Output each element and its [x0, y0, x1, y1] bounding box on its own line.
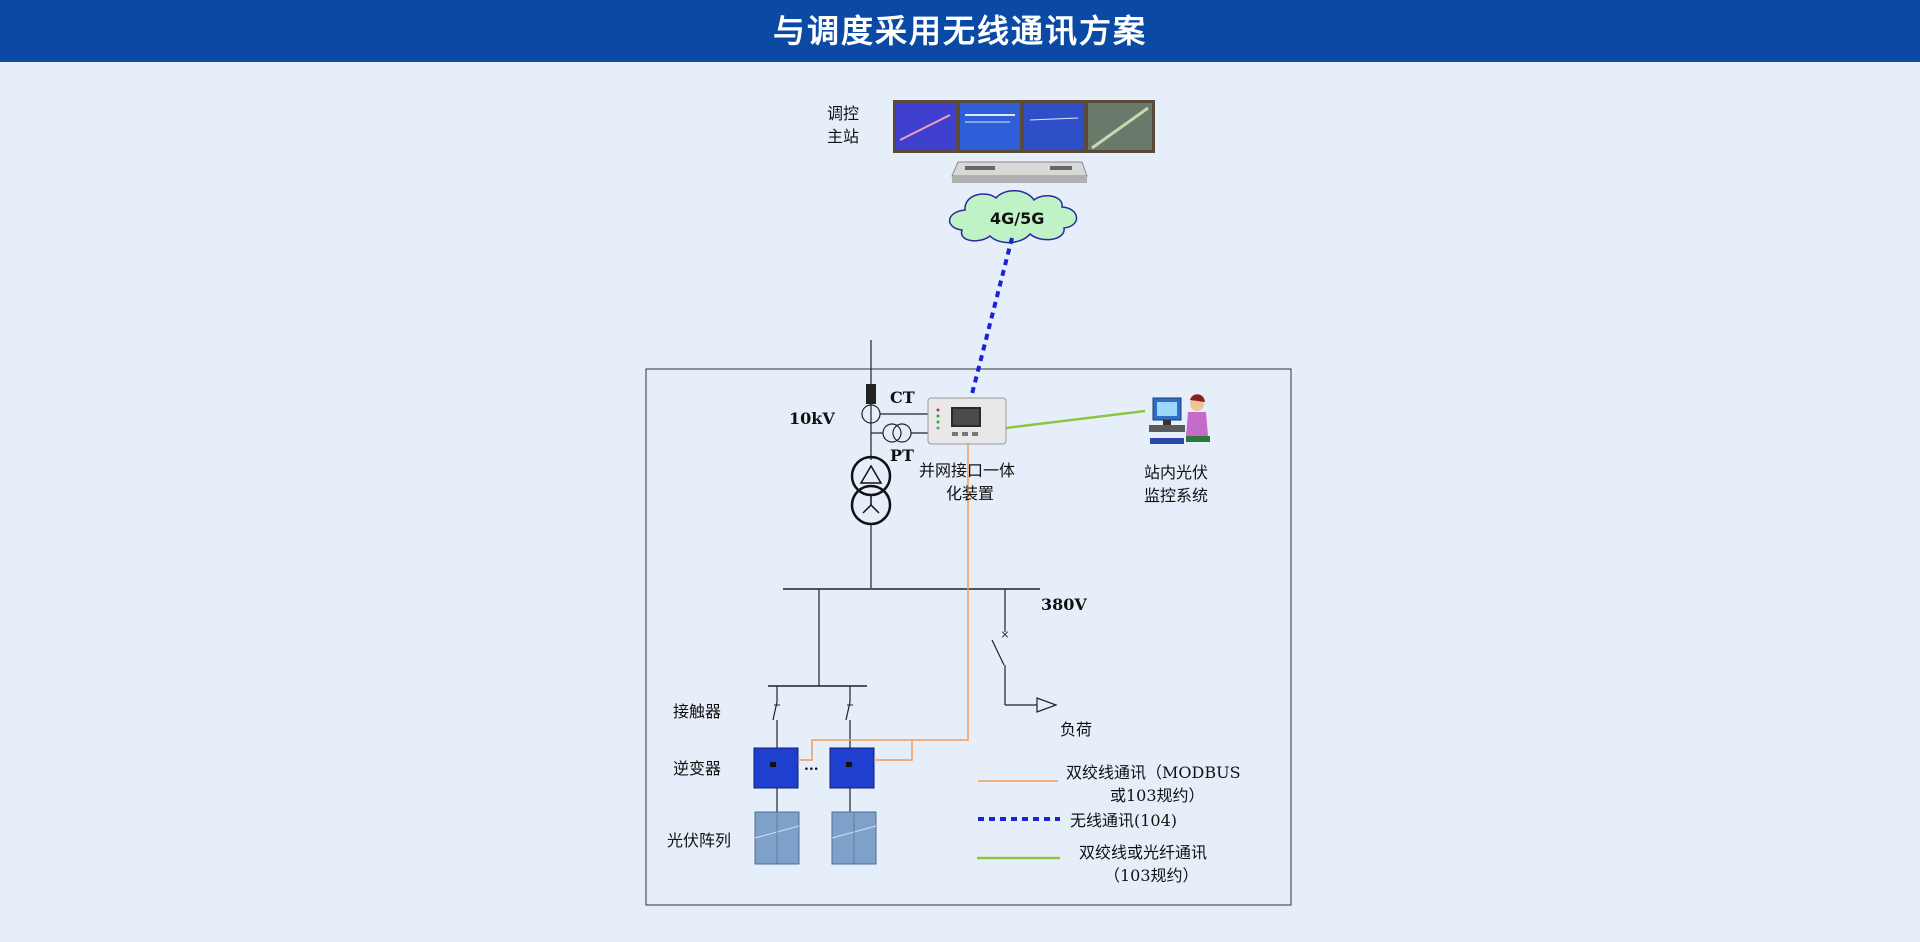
device-label-1: 并网接口一体 — [919, 461, 1016, 480]
monitor-wall-icon — [893, 100, 1155, 153]
legend-wireless-label: 无线通讯(104) — [1070, 811, 1178, 830]
svg-text:×: × — [1000, 628, 1009, 641]
station-boundary — [645, 368, 1292, 906]
legend-twisted-label-2: 或103规约） — [1110, 786, 1205, 805]
page-title: 与调度采用无线通讯方案 — [772, 12, 1147, 50]
lv-voltage-label: 380V — [1041, 595, 1087, 614]
master-station-label-1: 调控 — [827, 104, 860, 123]
monitor-system-label-1: 站内光伏 — [1144, 463, 1209, 482]
inverter-icon — [753, 747, 875, 789]
hv-voltage-label: 10kV — [789, 409, 835, 428]
master-station-label-2: 主站 — [827, 127, 860, 146]
wireless-link — [970, 237, 1014, 395]
network-label: 4G/5G — [990, 209, 1045, 228]
pt-label: PT — [890, 446, 914, 465]
monitor-system-label-2: 监控系统 — [1144, 486, 1209, 505]
ct-label: CT — [890, 388, 915, 407]
device-label-2: 化装置 — [946, 484, 995, 503]
twisted-pair-link — [798, 438, 969, 761]
load-breaker-icon: × — [991, 589, 1058, 713]
ellipsis-label: ... — [804, 758, 819, 774]
legend-twisted-label-1: 双绞线通讯（MODBUS — [1066, 763, 1241, 782]
inverter-label: 逆变器 — [673, 759, 722, 778]
fiber-link — [1005, 409, 1146, 430]
pv-array-label: 光伏阵列 — [667, 831, 732, 850]
interface-device-icon — [927, 397, 1007, 445]
legend-fiber-label-2: （103规约） — [1104, 866, 1199, 885]
operator-workstation-icon — [1149, 394, 1210, 444]
cloud-icon — [948, 190, 1078, 244]
pv-panel-icon — [754, 811, 877, 865]
load-label: 负荷 — [1060, 720, 1093, 739]
title-bar — [0, 0, 1920, 62]
server-icon — [951, 161, 1088, 183]
contactor-icon — [772, 686, 853, 748]
fuse-icon — [866, 384, 876, 404]
contactor-label: 接触器 — [673, 702, 722, 721]
legend-fiber-label-1: 双绞线或光纤通讯 — [1079, 843, 1208, 862]
